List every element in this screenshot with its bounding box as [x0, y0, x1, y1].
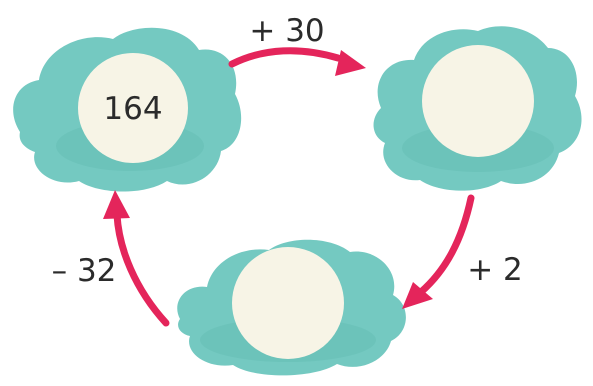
arrow-left-head	[103, 190, 130, 219]
arrow-top-path	[228, 47, 342, 68]
arrow-top-right-to-bottom	[402, 194, 475, 309]
cloud-bottom	[177, 239, 406, 376]
circle-bottom	[232, 247, 344, 359]
arrow-bottom-to-top-left	[103, 190, 170, 327]
operation-label-plus-2: + 2	[467, 252, 523, 288]
circle-top-left	[78, 53, 188, 163]
operation-label-minus-32: – 32	[52, 253, 117, 289]
value-top-left: 164	[103, 91, 162, 127]
circle-top-right	[422, 45, 534, 157]
arrow-right-path	[417, 194, 475, 296]
arrow-left-path	[113, 211, 170, 327]
arrow-top-head	[335, 50, 366, 76]
arrow-top-left-to-top-right	[228, 47, 366, 76]
arrow-right-head	[402, 282, 433, 309]
cloud-top-left: 164	[13, 27, 242, 192]
cloud-top-right	[373, 26, 582, 191]
operation-label-plus-30: + 30	[249, 13, 324, 49]
